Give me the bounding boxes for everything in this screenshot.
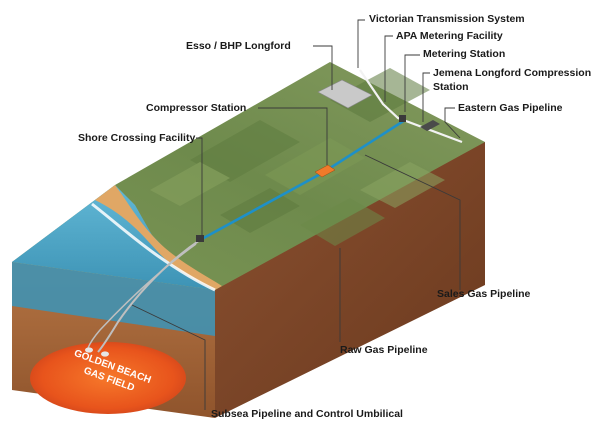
label-esso-bhp: Esso / BHP Longford — [186, 40, 291, 52]
earth-side-face — [215, 142, 485, 418]
metering-station — [399, 115, 406, 122]
sea-surface — [12, 185, 215, 290]
leader-lines — [131, 19, 461, 410]
label-compressor-station: Compressor Station — [146, 102, 246, 114]
compressor-station — [314, 164, 336, 178]
beach-sand — [95, 185, 222, 290]
label-shore-crossing: Shore Crossing Facility — [78, 132, 195, 144]
subsea-pipeline — [97, 239, 201, 353]
label-eastern-gas-pipeline: Eastern Gas Pipeline — [458, 102, 563, 114]
jemena-compression-station — [420, 120, 440, 131]
control-umbilical — [87, 243, 197, 349]
wellhead-left — [85, 347, 93, 353]
label-apa-metering: APA Metering Facility — [396, 30, 503, 42]
surf-line — [91, 202, 216, 292]
victorian-transmission-line — [359, 69, 463, 144]
label-raw-gas-pipeline: Raw Gas Pipeline — [340, 344, 428, 356]
label-metering-station: Metering Station — [423, 48, 505, 60]
label-subsea-pipeline: Subsea Pipeline and Control Umbilical — [211, 408, 403, 420]
label-victorian-transmission: Victorian Transmission System — [369, 13, 525, 25]
esso-bhp-facility — [317, 79, 373, 109]
label-jemena-line2: Station — [433, 81, 469, 93]
shore-crossing-facility — [196, 235, 204, 242]
label-sales-gas-pipeline: Sales Gas Pipeline — [437, 288, 531, 300]
gas-field-reservoir — [30, 342, 186, 414]
sea-front-face — [12, 262, 215, 336]
label-jemena-line1: Jemena Longford Compression — [433, 67, 591, 79]
wellhead-right — [101, 351, 109, 357]
